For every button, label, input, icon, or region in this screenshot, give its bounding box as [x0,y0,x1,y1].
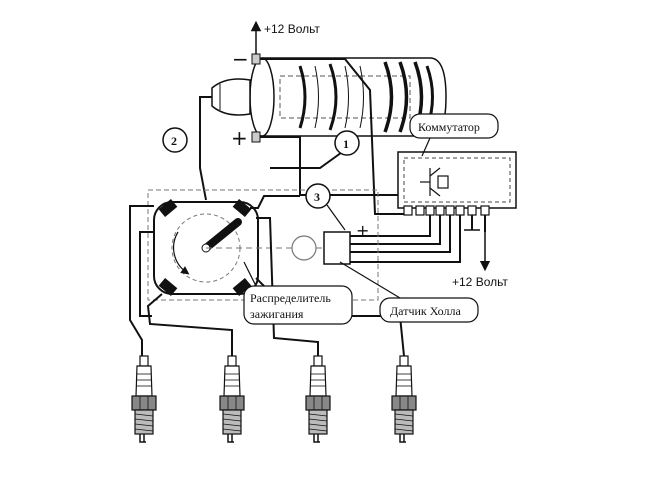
commutator-pins [403,205,490,216]
commutator-label: Коммутатор [418,120,480,134]
switch-supply-lead: +12 Вольт [452,232,508,289]
callout-1: 1 [334,130,360,156]
transistor-icon [420,167,449,197]
spark-plug-3 [305,355,331,443]
commutator-module [397,151,517,216]
coil-supply-label: +12 Вольт [264,22,320,36]
distributor [147,189,379,301]
sensor-plus-sign: + [356,221,369,240]
callout-2: 2 [162,127,188,153]
distributor-label-box: Распределитель зажигания [243,261,353,325]
callout-3-number: 3 [314,190,320,204]
callout-3: 3 [305,183,346,231]
coil-supply-lead: +12 Вольт [250,20,320,54]
spark-plug-1 [131,355,157,443]
callout-1-number: 1 [343,137,349,151]
coil-plus-sign: + [231,126,248,150]
hall-sensor-label-box: Датчик Холла [339,261,479,323]
distributor-label-line2: зажигания [250,307,304,321]
coil-minus-sign: − [232,47,249,71]
commutator-label-box: Коммутатор [409,113,499,157]
callout-2-number: 2 [171,134,177,148]
switch-supply-label: +12 Вольт [452,275,508,289]
spark-plug-2 [219,355,245,443]
hall-sensor-label: Датчик Холла [390,304,461,318]
distributor-label-line1: Распределитель [250,291,331,305]
spark-plug-4 [391,355,417,443]
